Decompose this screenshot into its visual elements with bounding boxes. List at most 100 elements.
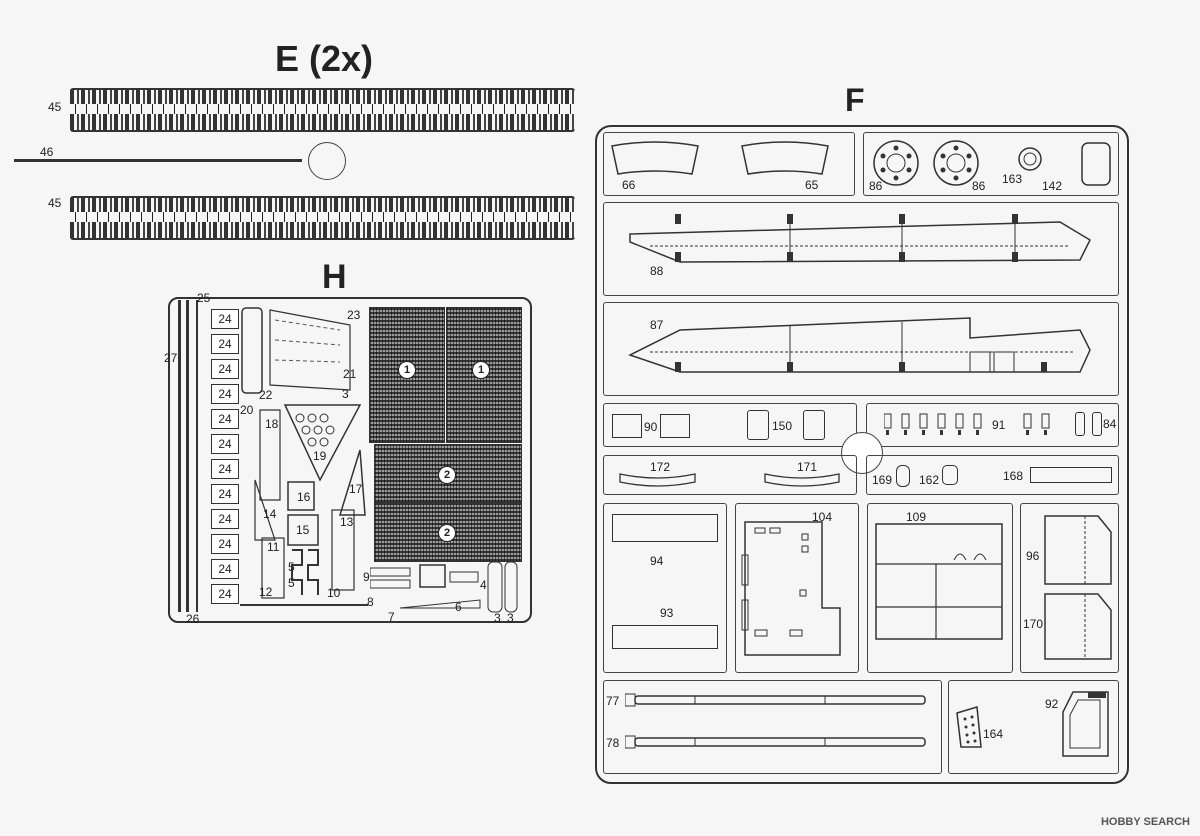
part-104 [741, 521, 841, 656]
part-label: 3 [507, 611, 514, 625]
sprue-f-title: F [845, 82, 865, 118]
sprue-f-frame [595, 125, 1129, 784]
cell-77-78 [603, 680, 942, 774]
watermark: HOBBY SEARCH [1100, 816, 1190, 828]
part-24-tile: 24 [211, 384, 239, 404]
part-150-left [747, 410, 769, 440]
part-label: 162 [919, 473, 940, 487]
part-94 [612, 514, 718, 542]
cell-86-142 [863, 132, 1119, 196]
part-24-tile: 24 [211, 359, 239, 379]
part-label: 163 [1002, 172, 1023, 186]
part-label: 16 [297, 490, 311, 504]
sprue-h-rail [196, 300, 198, 612]
part-169 [896, 465, 910, 487]
sprue-h-bottom-parts [370, 561, 518, 613]
part-label: 91 [992, 418, 1006, 432]
cell-109 [867, 503, 1013, 673]
part-label: 46 [40, 145, 54, 159]
part-label: 6 [455, 600, 462, 614]
curved-parts-172-171 [619, 473, 840, 487]
part-label: 45 [48, 100, 62, 114]
wheel-parts [873, 140, 1111, 186]
sprue-h-rail [178, 300, 181, 612]
part-164 [956, 706, 982, 748]
part-label: 86 [869, 179, 883, 193]
sprue-gate-circle [841, 432, 883, 474]
part-label: 86 [972, 179, 986, 193]
part-label: 104 [812, 510, 833, 524]
part-90-right [660, 414, 690, 438]
part-label: 65 [805, 178, 819, 192]
part-label: 88 [650, 264, 664, 278]
part-90-left [612, 414, 642, 438]
part-label: 45 [48, 196, 62, 210]
part-92 [1062, 691, 1109, 757]
part-label: 150 [772, 419, 793, 433]
track-part-45-lower [70, 196, 575, 240]
cell-169-168 [866, 455, 1119, 495]
part-24-tile: 24 [211, 509, 239, 529]
cell-164-92 [948, 680, 1119, 774]
part-label: 25 [197, 291, 211, 305]
part-label: 15 [296, 523, 310, 537]
part-label: 12 [259, 585, 273, 599]
part-label: 109 [906, 510, 927, 524]
sprue-h-rail [186, 300, 189, 612]
part-162 [942, 465, 958, 485]
part-24-tile: 24 [211, 309, 239, 329]
cell-91-84 [866, 403, 1119, 447]
part-label: 93 [660, 606, 674, 620]
sprue-h-middle-parts [240, 307, 368, 606]
part-91-group [884, 413, 1050, 435]
part-label: 17 [349, 482, 363, 496]
part-84-right [1092, 412, 1102, 436]
sprue-h-frame [168, 297, 532, 623]
hull-side-88 [629, 214, 1091, 263]
part-label: 171 [797, 460, 818, 474]
part-label: 4 [480, 578, 487, 592]
part-label: 5 [288, 576, 295, 590]
sprue-h-title: H [322, 258, 347, 296]
part-number-circle: 1 [472, 361, 490, 379]
part-label: 172 [650, 460, 671, 474]
part-168 [1030, 467, 1112, 483]
part-label: 84 [1103, 417, 1117, 431]
part-label: 5 [288, 560, 295, 574]
part-label: 96 [1026, 549, 1040, 563]
part-label: 11 [267, 540, 280, 554]
rod-part-46 [14, 159, 302, 162]
part-24-tile: 24 [211, 584, 239, 604]
part-label: 3 [342, 387, 349, 401]
part-label: 94 [650, 554, 664, 568]
part-label: 22 [259, 388, 273, 402]
part-label: 92 [1045, 697, 1059, 711]
part-93 [612, 625, 718, 649]
parts-96-170 [1044, 515, 1112, 660]
part-24-tile: 24 [211, 534, 239, 554]
part-number-circle: 2 [438, 466, 456, 484]
part-label: 20 [240, 403, 254, 417]
cell-88 [603, 202, 1119, 296]
cell-172-171 [603, 455, 857, 495]
part-label: 170 [1023, 617, 1044, 631]
fender-parts [611, 141, 829, 175]
sprue-e-title: E (2x) [275, 38, 374, 79]
part-label: 87 [650, 318, 664, 332]
barrel-parts-77-78 [625, 693, 926, 749]
part-24-tile: 24 [211, 459, 239, 479]
hull-side-87 [628, 317, 1091, 373]
sprue-gate-circle [308, 142, 346, 180]
part-number-circle: 2 [438, 524, 456, 542]
part-label: 164 [983, 727, 1004, 741]
part-24-tile: 24 [211, 559, 239, 579]
part-label: 7 [388, 610, 395, 624]
part-label: 19 [313, 449, 327, 463]
part-number-circle: 1 [398, 361, 416, 379]
part-label: 14 [263, 507, 277, 521]
cell-66-65 [603, 132, 855, 196]
part-label: 23 [347, 308, 361, 322]
part-label: 78 [606, 736, 620, 750]
part-84-left [1075, 412, 1085, 436]
part-label: 142 [1042, 179, 1063, 193]
